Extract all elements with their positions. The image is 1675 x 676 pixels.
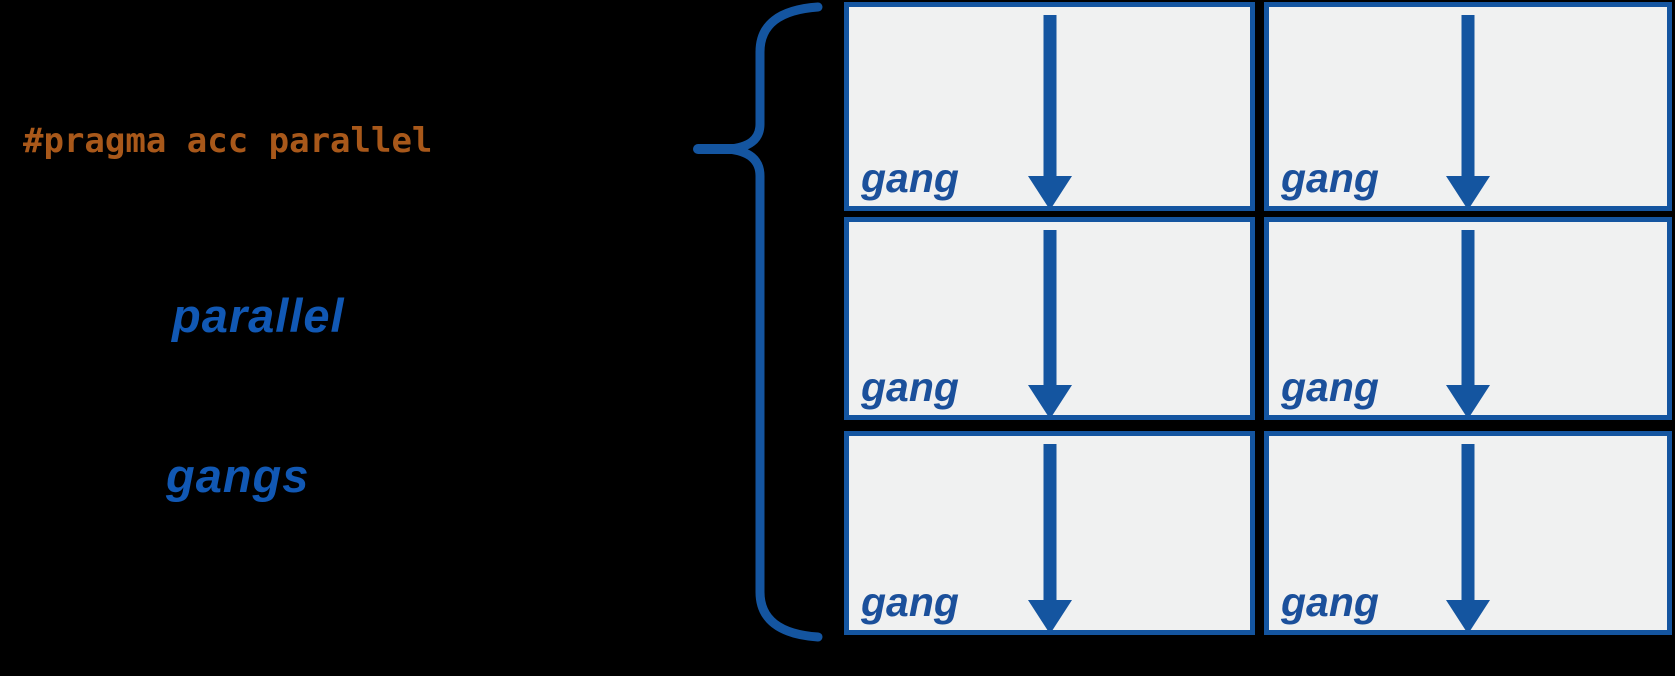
keyword-parallel: parallel <box>172 289 345 342</box>
left-curly-brace-icon <box>693 2 823 642</box>
gang-label: gang <box>861 579 959 625</box>
gang-box: gang <box>844 2 1255 211</box>
arrow-head <box>1027 385 1072 419</box>
gang-label: gang <box>861 364 959 410</box>
gang-label: gang <box>861 155 959 201</box>
arrow-shaft <box>1461 444 1475 602</box>
keyword-gangs: gangs <box>166 449 310 502</box>
arrow-head <box>1446 176 1490 210</box>
down-arrow-icon <box>849 222 1250 419</box>
gang-box: gang <box>1264 431 1672 635</box>
down-arrow-icon <box>1269 7 1667 210</box>
arrow-head <box>1446 385 1490 419</box>
gang-box: gang <box>844 431 1255 635</box>
gang-box: gang <box>1264 217 1672 420</box>
gang-box: gang <box>844 217 1255 420</box>
down-arrow-icon <box>849 436 1250 634</box>
arrow-shaft <box>1043 15 1056 178</box>
gang-label: gang <box>1281 364 1379 410</box>
arrow-head <box>1027 600 1072 634</box>
down-arrow-icon <box>849 7 1250 210</box>
gang-box: gang <box>1264 2 1672 211</box>
gang-label: gang <box>1281 579 1379 625</box>
arrow-shaft <box>1461 15 1475 178</box>
arrow-shaft <box>1043 230 1056 387</box>
arrow-shaft <box>1043 444 1056 602</box>
arrow-head <box>1027 176 1072 210</box>
down-arrow-icon <box>1269 436 1667 634</box>
down-arrow-icon <box>1269 222 1667 419</box>
gang-label: gang <box>1281 155 1379 201</box>
arrow-shaft <box>1461 230 1475 387</box>
arrow-head <box>1446 600 1490 634</box>
pragma-directive-text: #pragma acc parallel <box>23 121 433 161</box>
